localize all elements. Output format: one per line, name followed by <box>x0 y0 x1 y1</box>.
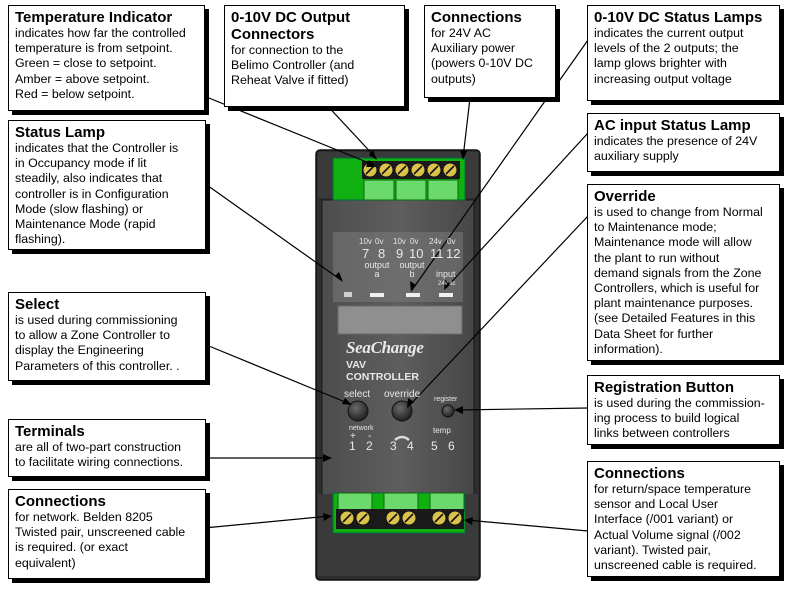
callout-body: for network. Belden 8205 Twisted pair, u… <box>15 510 186 570</box>
callout-temperature-indicator: Temperature Indicator indicates how far … <box>8 5 205 111</box>
register-button-icon <box>441 404 455 418</box>
terminal-2-number: 2 <box>366 439 373 453</box>
temp-label: temp <box>433 426 451 435</box>
bottom-terminal-block <box>332 492 466 534</box>
callout-title: Terminals <box>15 423 85 440</box>
terminal-7-number: 7 <box>362 246 370 261</box>
brand-logo: SeaChange <box>346 338 424 357</box>
ac-input-lamp-icon <box>439 293 453 297</box>
select-button-icon <box>347 400 369 422</box>
model-line-2: CONTROLLER <box>346 371 419 383</box>
network-label: network <box>349 425 374 432</box>
terminal-5-number: 5 <box>431 439 438 453</box>
output-b-lamp-icon <box>406 293 420 297</box>
terminal-11-number: 11 <box>430 246 444 261</box>
terminal-8-voltage: 0v <box>375 237 384 246</box>
callout-body: for connection to the Belimo Controller … <box>231 43 355 88</box>
callout-status-lamps-0-10v: 0-10V DC Status Lamps indicates the curr… <box>587 5 780 101</box>
override-label: override <box>384 389 421 400</box>
terminal-10-voltage: 0v <box>410 237 419 246</box>
callout-title: Override <box>594 188 656 205</box>
callout-status-lamp: Status Lamp indicates that the Controlle… <box>8 120 206 250</box>
callout-body: indicates that the Controller is in Occu… <box>15 141 179 247</box>
callout-body: is used during the commission- ing proce… <box>594 396 765 441</box>
callout-body: for return/space temperature sensor and … <box>594 482 757 573</box>
register-label: register <box>434 396 458 403</box>
terminal-12-number: 12 <box>446 246 461 261</box>
bottom-terminal-screws <box>339 510 463 526</box>
model-line-1: VAV <box>346 359 367 371</box>
callout-body: indicates the presence of 24V auxiliary … <box>594 134 758 164</box>
terminal-11-voltage: 24v <box>429 237 442 246</box>
output-a-lamp-icon <box>370 293 384 297</box>
terminal-6-number: 6 <box>448 439 455 453</box>
terminal-3-number: 3 <box>390 439 397 453</box>
output-a-label: output a <box>364 260 390 279</box>
terminal-9-voltage: 10v <box>393 237 406 246</box>
callout-body: is used to change from Normal to Mainten… <box>594 205 763 356</box>
terminal-10-number: 10 <box>409 246 424 261</box>
callout-connections-sensor: Connections for return/space temperature… <box>587 461 780 577</box>
callout-registration-button: Registration Button is used during the c… <box>587 375 780 445</box>
callout-body: for 24V AC Auxiliary power (powers 0-10V… <box>431 26 533 86</box>
input-sub-label: 24v ac <box>438 281 456 287</box>
input-label: input <box>436 269 456 279</box>
select-label: select <box>344 389 371 400</box>
terminal-9-number: 9 <box>396 246 404 261</box>
callout-body: indicates the current output levels of t… <box>594 26 744 86</box>
callout-title: Connections <box>15 493 106 510</box>
output-b-label: output b <box>399 260 425 279</box>
callout-body: are all of two-part construction to faci… <box>15 440 184 470</box>
terminal-4-number: 4 <box>407 439 414 453</box>
callout-title: Connections <box>594 465 685 482</box>
callout-title: Status Lamp <box>15 124 106 141</box>
callout-connections-24v: Connections for 24V AC Auxiliary power (… <box>424 5 556 98</box>
callout-title: 0-10V DC Status Lamps <box>594 9 763 26</box>
label-panel <box>333 232 463 302</box>
callout-title: 0-10V DC Output Connectors <box>231 9 351 43</box>
terminal-8-number: 8 <box>378 246 386 261</box>
callout-terminals: Terminals are all of two-part constructi… <box>8 419 206 477</box>
network-plus-sign: + <box>350 431 356 442</box>
status-lamp-icon <box>344 292 352 297</box>
terminal-7-voltage: 10v <box>359 237 372 246</box>
callout-body: indicates how far the controlled tempera… <box>15 26 186 101</box>
callout-title: Registration Button <box>594 379 734 396</box>
callout-select: Select is used during commissioning to a… <box>8 292 206 381</box>
callout-ac-input-lamp: AC input Status Lamp indicates the prese… <box>587 113 780 172</box>
terminal-1-number: 1 <box>349 439 356 453</box>
callout-title: Select <box>15 296 60 313</box>
callout-override: Override is used to change from Normal t… <box>587 184 780 361</box>
callout-title: Connections <box>431 9 522 26</box>
callout-body: is used during commissioning to allow a … <box>15 313 180 373</box>
callout-title: Temperature Indicator <box>15 9 173 26</box>
terminal-12-voltage: 0v <box>447 237 456 246</box>
leader-arrowheads <box>323 150 473 525</box>
network-minus-sign: - <box>368 431 372 442</box>
temperature-indicator-window <box>337 305 463 335</box>
callout-output-connectors: 0-10V DC Output Connectors for connectio… <box>224 5 405 107</box>
callout-connections-network: Connections for network. Belden 8205 Twi… <box>8 489 206 579</box>
sensor-symbol-icon <box>394 435 410 441</box>
override-button-icon <box>391 400 413 422</box>
callout-title: AC input Status Lamp <box>594 117 751 134</box>
